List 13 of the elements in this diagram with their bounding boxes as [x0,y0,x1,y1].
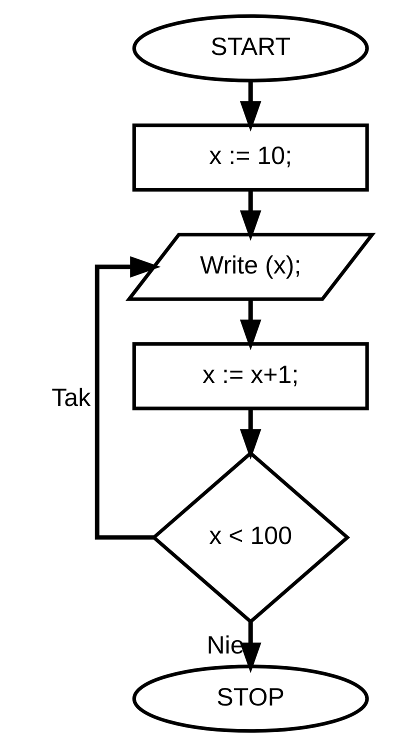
node-box: x := 10; [132,124,369,192]
edge-label: Nie [206,631,244,660]
arrow [94,256,161,540]
edge-label: Tak [52,384,91,412]
node-ellipse: START [132,14,369,82]
node-diamond: x < 100 [151,450,350,624]
arrow [240,81,262,132]
arrow [240,300,262,350]
arrow [240,622,262,674]
arrow [240,190,262,241]
node-ellipse: STOP [132,664,369,733]
arrow [240,408,262,460]
node-box: x := x+1; [132,342,369,410]
